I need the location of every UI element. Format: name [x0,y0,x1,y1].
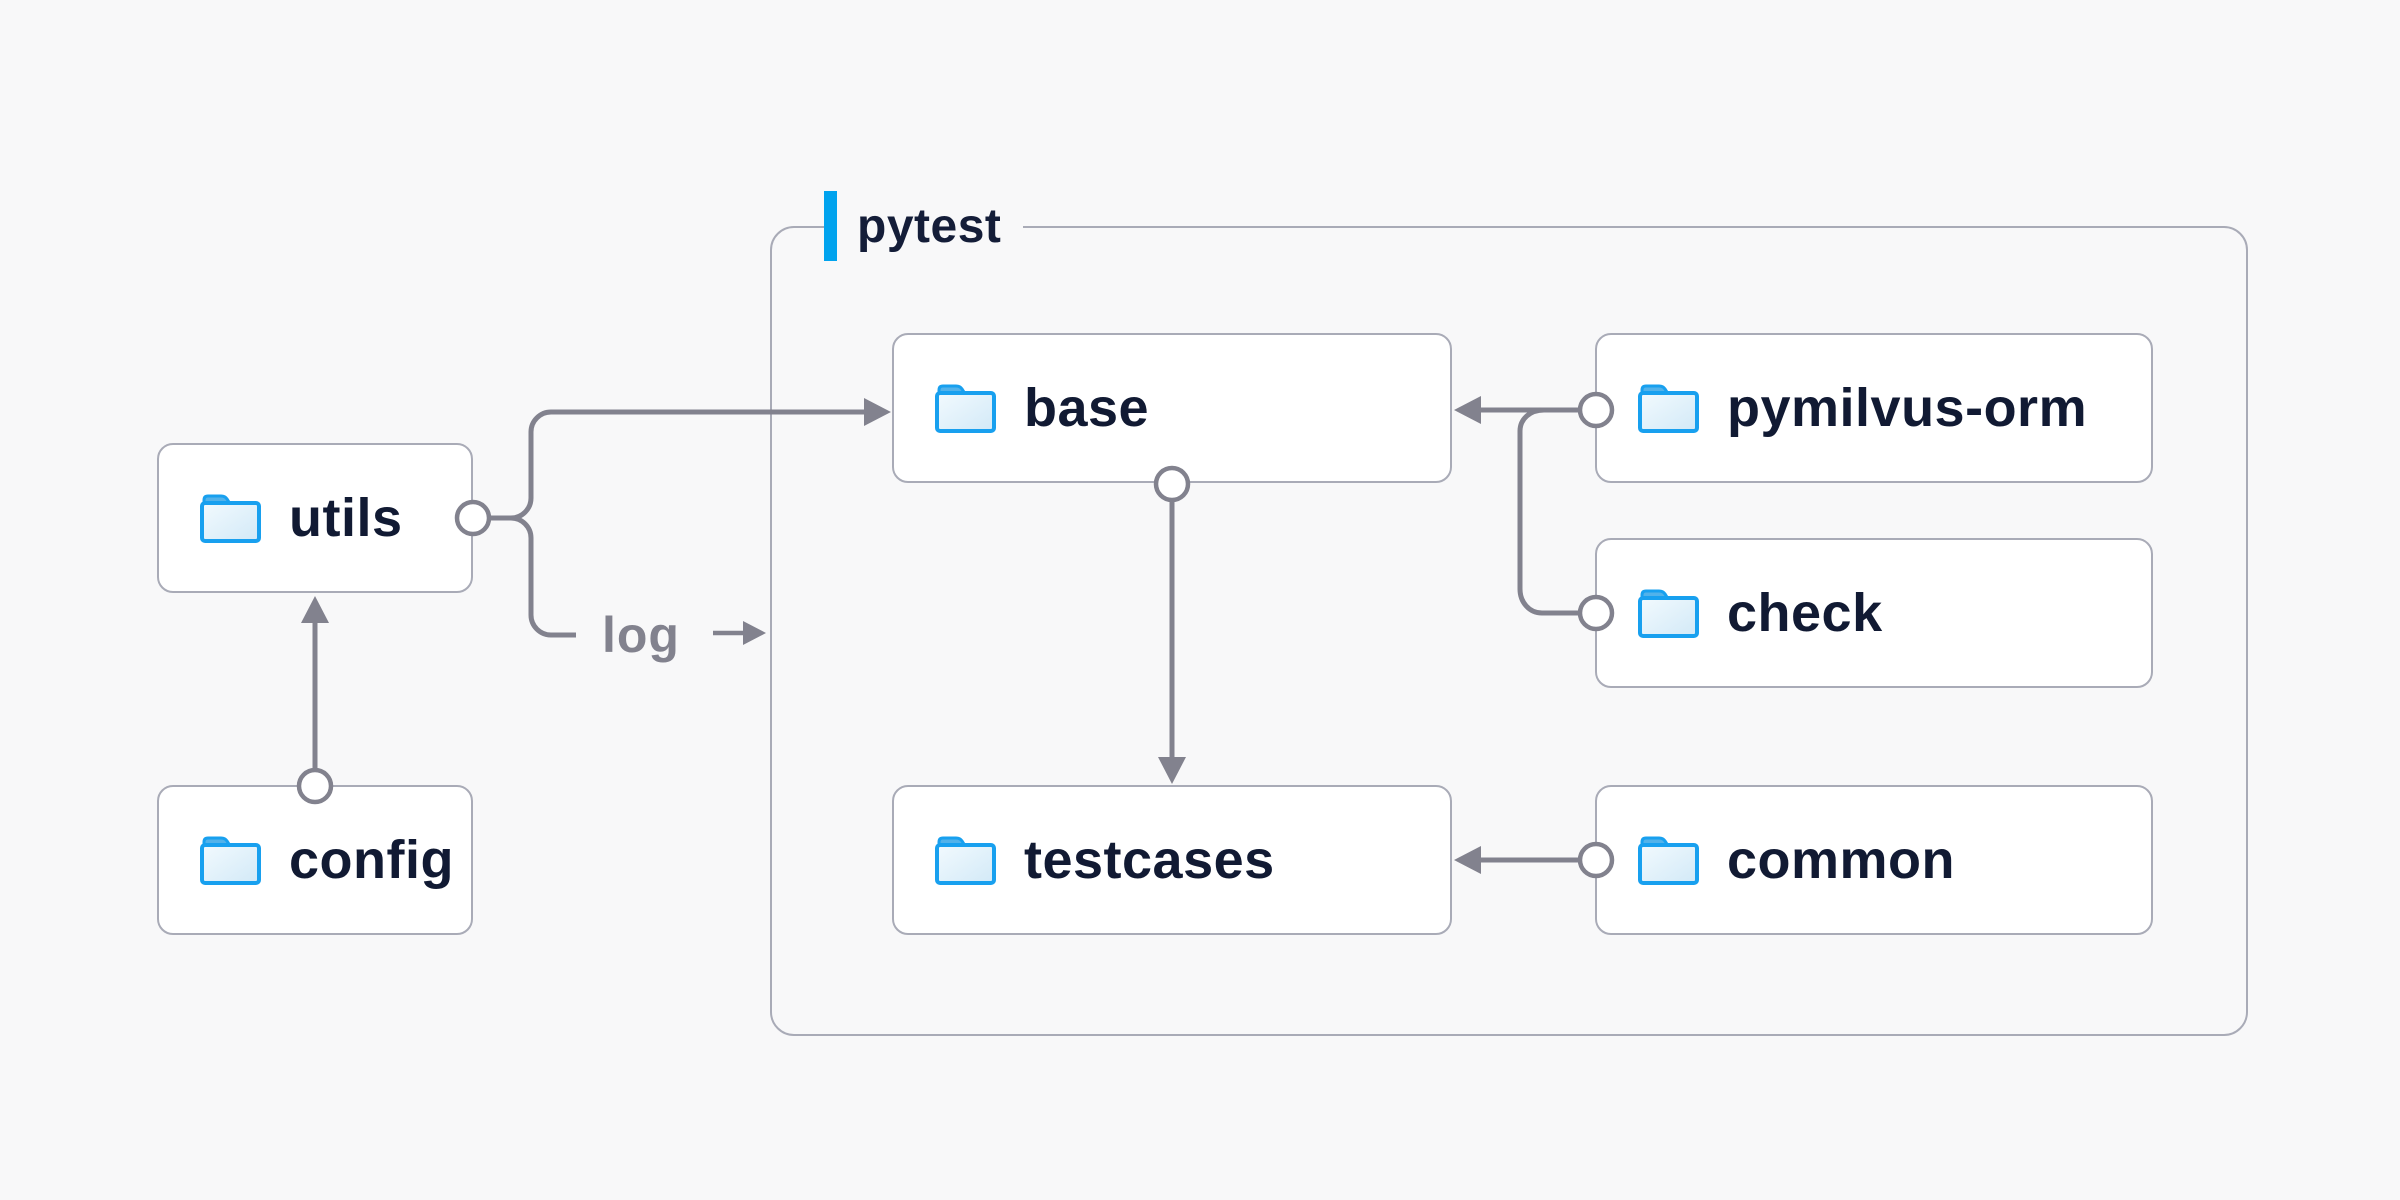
pytest-group-label: pytest [824,191,1024,261]
arrowhead-into-utils-bottom [301,596,329,623]
node-utils: utils [157,443,473,593]
node-label: common [1727,830,1956,890]
folder-icon [200,494,261,543]
node-testcases: testcases [892,785,1452,935]
node-label: base [1024,378,1150,438]
node-label: pymilvus-orm [1727,378,2088,438]
folder-icon [1638,384,1699,433]
node-label: config [289,830,454,890]
arrowhead-log [743,621,766,645]
node-check: check [1595,538,2153,688]
node-label: check [1727,583,1883,643]
folder-icon [935,836,996,885]
node-label: testcases [1024,830,1275,890]
node-pymilvus-orm: pymilvus-orm [1595,333,2153,483]
group-title: pytest [857,199,1002,253]
folder-icon [935,384,996,433]
node-label: utils [289,488,403,548]
folder-icon [200,836,261,885]
log-label: log [602,607,680,663]
edge-utils-log [489,515,576,638]
node-config: config [157,785,473,935]
accent-bar [824,191,837,261]
folder-icon [1638,589,1699,638]
node-base: base [892,333,1452,483]
pytest-group-box [770,226,2248,1036]
node-common: common [1595,785,2153,935]
folder-icon [1638,836,1699,885]
